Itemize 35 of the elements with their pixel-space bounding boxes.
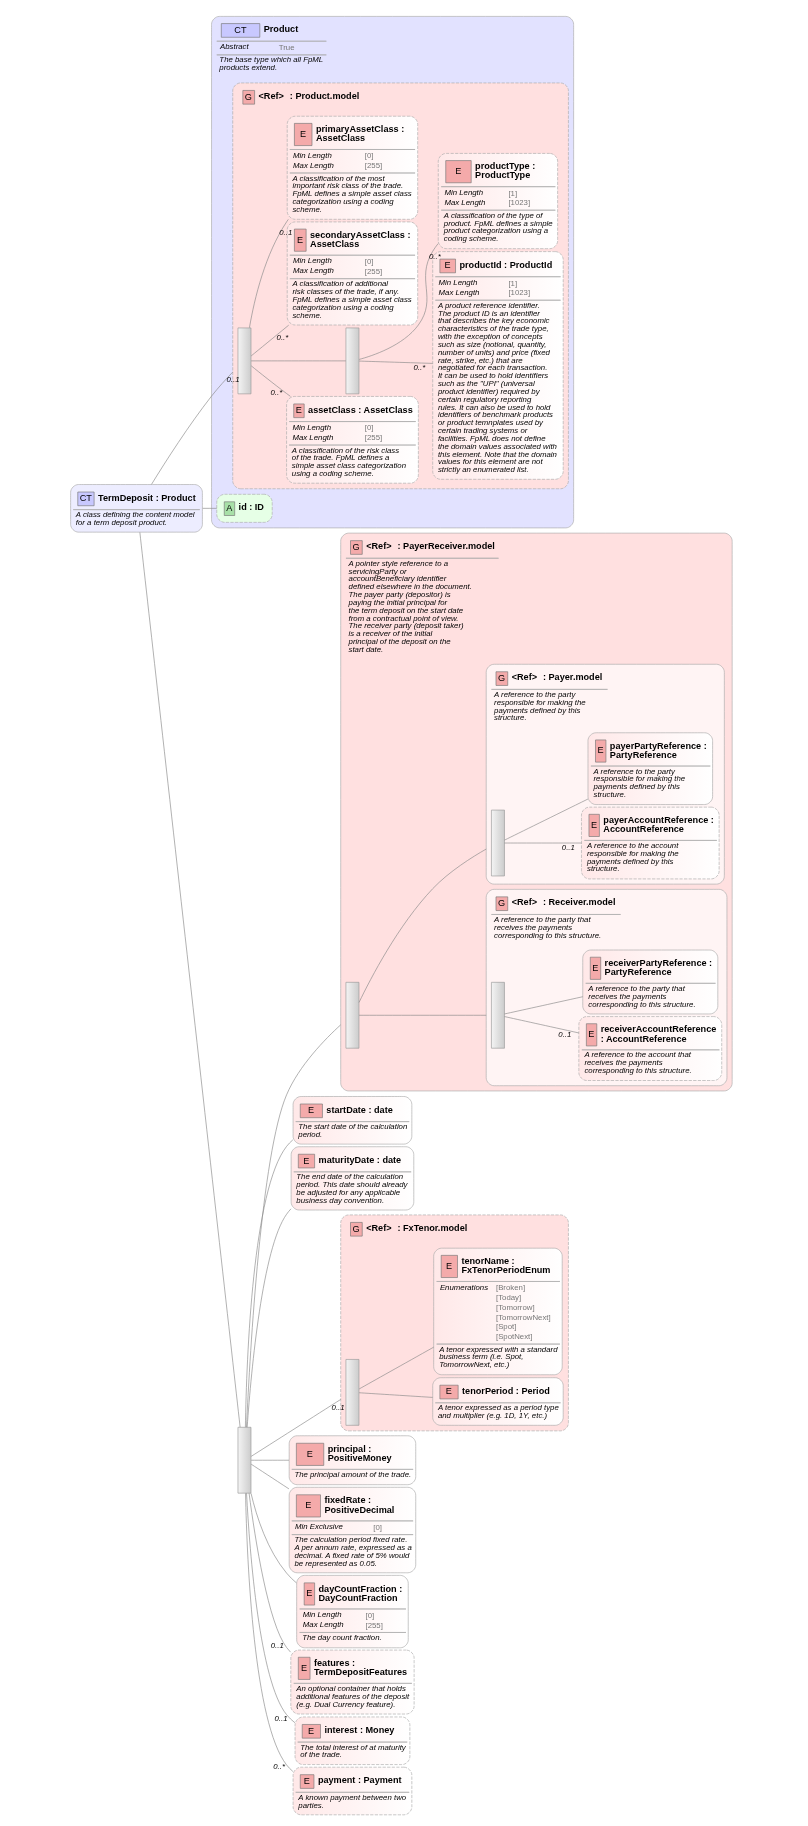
connector — [358, 360, 433, 364]
connector — [358, 848, 487, 1003]
node-bar — [345, 327, 360, 395]
node-bar — [345, 982, 360, 1049]
connector — [249, 219, 289, 328]
connector — [250, 1493, 297, 1584]
connector — [250, 1399, 342, 1457]
connector — [504, 842, 582, 844]
connector — [358, 1346, 434, 1390]
connector — [358, 1392, 433, 1398]
connector — [358, 1014, 487, 1016]
connector — [151, 371, 234, 485]
connector — [245, 1493, 294, 1772]
connector — [250, 1463, 290, 1490]
connector — [245, 1139, 294, 1428]
connector — [202, 508, 218, 509]
connector — [246, 1208, 292, 1428]
node-bar — [345, 1359, 360, 1426]
connector — [250, 324, 290, 357]
connector — [250, 360, 347, 362]
node-bar — [491, 982, 505, 1049]
node-box: A id : ID — [216, 493, 273, 523]
connector — [504, 996, 584, 1015]
connector — [248, 1492, 291, 1653]
connector — [246, 1492, 296, 1724]
connector — [250, 365, 291, 397]
connector — [250, 1459, 290, 1461]
node-bar — [237, 1426, 252, 1494]
connector — [246, 1024, 342, 1428]
connector — [358, 243, 439, 360]
connector — [504, 798, 589, 841]
node-bar — [237, 327, 252, 395]
connector — [504, 1016, 580, 1034]
node-bar — [491, 809, 505, 877]
connector — [139, 532, 241, 1428]
